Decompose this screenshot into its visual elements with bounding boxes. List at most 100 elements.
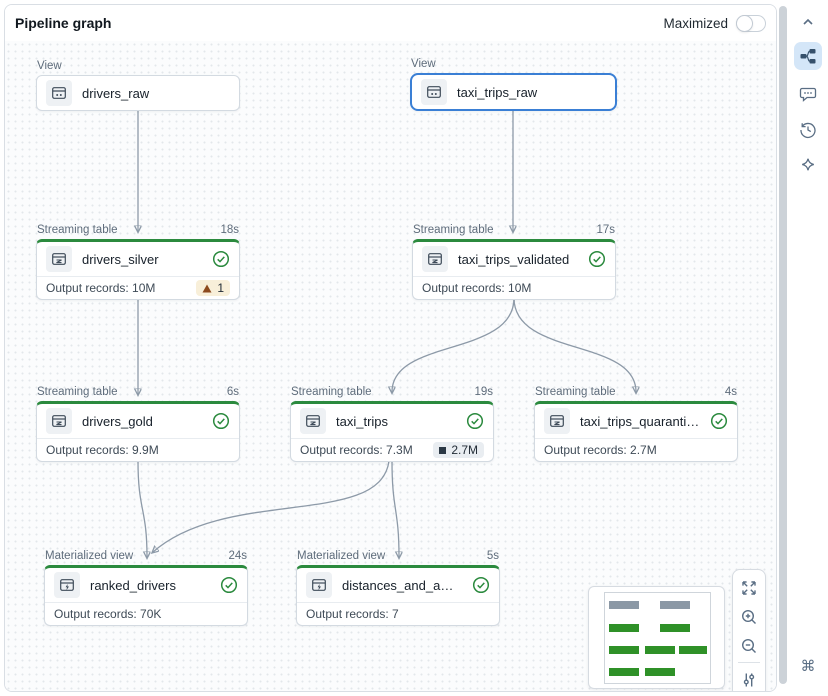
zoom-out-icon [741, 638, 756, 653]
node-card-taxi-trips-validated[interactable]: taxi_trips_validated Output records: 10M [412, 239, 616, 300]
node-type-label: Streaming table [291, 386, 372, 398]
output-records: Output records: 7 [306, 607, 399, 621]
node-name: drivers_gold [82, 413, 153, 429]
node-card-ranked-drivers[interactable]: ranked_drivers Output records: 70K [44, 565, 248, 626]
chevron-up-icon [803, 18, 813, 25]
toggle-knob [736, 14, 753, 32]
node-card-taxi-trips[interactable]: taxi_trips Output records: 7.3M 2.7M [290, 401, 494, 462]
node-ranked-drivers: Materialized view 24s ranked_drivers Out… [44, 546, 248, 626]
metric-square-icon [439, 446, 447, 454]
streaming-table-icon [300, 408, 326, 434]
node-name: taxi_trips_validated [458, 251, 570, 267]
minimap-node [660, 624, 690, 632]
minimap-node [609, 601, 639, 609]
node-taxi-trips-validated: Streaming table 17s taxi_trips_validated… [412, 220, 616, 300]
tab-pipeline-graph[interactable] [794, 42, 822, 70]
node-name: taxi_trips_raw [457, 84, 538, 100]
node-name: drivers_raw [82, 85, 150, 101]
pipeline-graph-icon [800, 49, 816, 64]
node-card-drivers-silver[interactable]: drivers_silver Output records: 10M 1 [36, 239, 240, 300]
graph-canvas[interactable]: View drivers_raw View taxi_trips_raw [5, 41, 776, 691]
sliders-icon [743, 673, 755, 686]
minimap[interactable] [588, 586, 725, 689]
node-drivers-silver: Streaming table 18s drivers_silver Outpu… [36, 220, 240, 300]
zoom-in-button[interactable] [734, 602, 764, 631]
maximized-label: Maximized [663, 15, 728, 31]
success-check-icon [220, 576, 238, 594]
success-check-icon [588, 250, 606, 268]
output-records: Output records: 2.7M [544, 443, 657, 457]
output-records: Output records: 9.9M [46, 443, 159, 457]
command-icon: ⌘ [800, 658, 816, 675]
fit-to-screen-button[interactable] [734, 573, 764, 602]
tab-history[interactable] [794, 116, 822, 144]
history-clock-icon [800, 122, 816, 139]
node-name: taxi_trips [336, 413, 389, 429]
tab-assistant[interactable] [794, 152, 822, 180]
pipeline-graph-panel: Pipeline graph Maximized View [4, 4, 777, 692]
node-card-taxi-trips-raw[interactable]: taxi_trips_raw [410, 73, 617, 111]
node-duration: 19s [474, 386, 493, 398]
node-distances-and-amounts: Materialized view 5s distances_and_amoun… [296, 546, 500, 626]
node-duration: 24s [228, 550, 247, 562]
warning-triangle-icon [202, 284, 212, 292]
success-check-icon [472, 576, 490, 594]
node-type-label: Streaming table [37, 224, 118, 236]
view-icon [46, 80, 72, 106]
collapse-panel-button[interactable] [794, 8, 822, 36]
output-records: Output records: 10M [46, 281, 156, 295]
node-card-distances-and-amounts[interactable]: distances_and_amounts_b... Output record… [296, 565, 500, 626]
node-duration: 6s [226, 386, 239, 398]
view-icon [421, 79, 447, 105]
node-type-label: Streaming table [535, 386, 616, 398]
metric-badge[interactable]: 2.7M [433, 442, 484, 458]
success-check-icon [466, 412, 484, 430]
minimap-node [679, 646, 707, 654]
toolbar-divider [738, 662, 760, 663]
panel-header: Pipeline graph Maximized [5, 5, 776, 41]
sparkle-icon [802, 158, 814, 171]
node-type-label: View [411, 58, 436, 70]
minimap-node [645, 668, 675, 676]
node-drivers-gold: Streaming table 6s drivers_gold Output r… [36, 382, 240, 462]
node-card-drivers-gold[interactable]: drivers_gold Output records: 9.9M [36, 401, 240, 462]
node-type-label: Streaming table [413, 224, 494, 236]
minimap-viewport [604, 592, 711, 684]
node-taxi-trips: Streaming table 19s taxi_trips Output re… [290, 382, 494, 462]
node-duration: 4s [724, 386, 737, 398]
materialized-view-icon [54, 572, 80, 598]
comment-icon [799, 87, 817, 102]
streaming-table-icon [46, 246, 72, 272]
zoom-toolbar [732, 569, 766, 691]
display-settings-button[interactable] [734, 665, 764, 691]
zoom-out-button[interactable] [734, 631, 764, 660]
minimap-node [609, 646, 639, 654]
streaming-table-icon [544, 408, 570, 434]
output-records: Output records: 7.3M [300, 443, 413, 457]
node-type-label: Materialized view [45, 550, 134, 562]
materialized-view-icon [306, 572, 332, 598]
warning-badge[interactable]: 1 [196, 280, 230, 296]
node-type-label: Streaming table [37, 386, 118, 398]
node-taxi-trips-raw: View taxi_trips_raw [410, 54, 617, 111]
node-card-taxi-trips-quarantine[interactable]: taxi_trips_quarantine Output records: 2.… [534, 401, 738, 462]
expand-arrows-icon [742, 580, 756, 595]
page-title: Pipeline graph [15, 15, 112, 31]
node-duration: 5s [486, 550, 499, 562]
node-name: drivers_silver [82, 251, 159, 267]
node-name: taxi_trips_quarantine [580, 413, 700, 429]
keyboard-shortcuts-button[interactable]: ⌘ [794, 652, 822, 680]
success-check-icon [212, 412, 230, 430]
node-name: distances_and_amounts_b... [342, 577, 462, 593]
node-type-label: Materialized view [297, 550, 386, 562]
vertical-scrollbar[interactable] [779, 6, 787, 684]
right-sidebar: ⌘ [788, 0, 828, 696]
node-duration: 18s [220, 224, 239, 236]
node-card-drivers-raw[interactable]: drivers_raw [36, 75, 240, 111]
minimap-node [660, 601, 690, 609]
tab-comments[interactable] [794, 80, 822, 108]
maximized-toggle[interactable] [736, 14, 766, 32]
node-type-label: View [37, 60, 62, 72]
minimap-node [609, 668, 639, 676]
streaming-table-icon [46, 408, 72, 434]
